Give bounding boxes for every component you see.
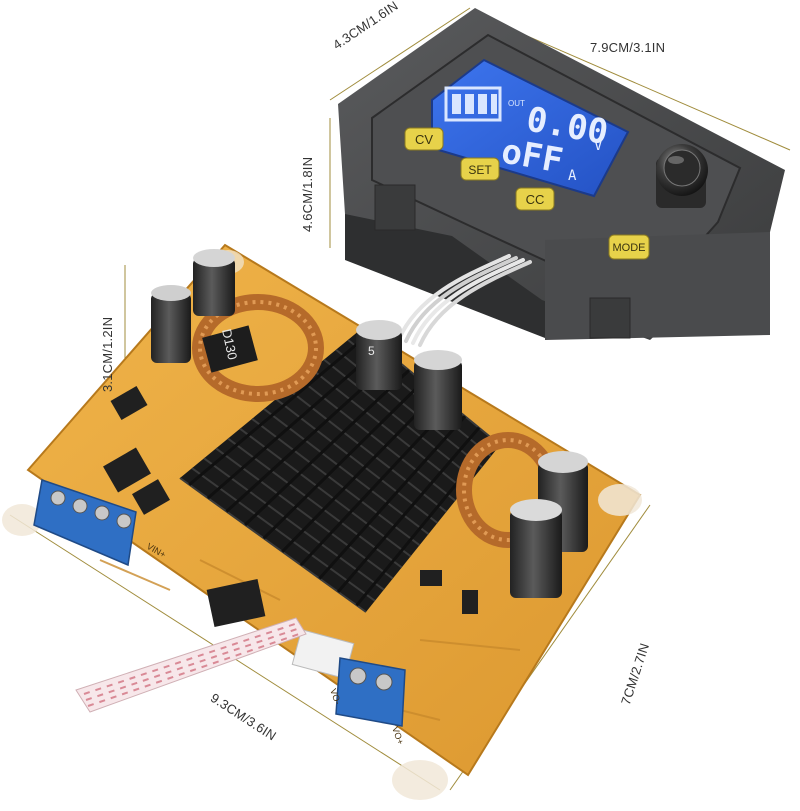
cv-button[interactable]: CV [404,127,444,151]
heatsink-fin [251,418,421,546]
heatsink-fin [311,368,465,491]
smd-chip [206,579,266,627]
capacitor-marking: 5 [368,344,375,358]
cv-button-label: CV [415,132,433,147]
heatsink-groove [299,403,453,567]
toroidal-inductor-left: D130 [192,294,324,402]
dimension-display-height: 4.6CM/1.8IN [300,156,315,232]
heatsink-groove [188,334,368,486]
heatsink-groove [262,380,425,540]
heatsink-fin [239,427,412,558]
heatsink-groove [336,426,481,593]
capacitor [510,499,562,598]
input-terminal-block[interactable] [33,479,137,567]
mode-button-label: MODE [613,242,646,254]
mounting-foot [2,504,42,536]
ribbon-cable-lower [75,617,307,713]
lcd-current-unit: A [568,168,577,184]
inductor-marking: D130 [219,328,240,362]
heatsink-groove [281,392,439,553]
dimension-display-width: 7.9CM/3.1IN [590,40,666,55]
heatsink-fin [263,408,430,535]
cc-button-label: CC [526,192,545,207]
heatsink-groove [206,346,382,500]
heatsink-fin [191,467,376,602]
heatsink-fin [287,388,448,513]
lcd-out-label: OUT [508,99,525,108]
mounting-foot [392,760,448,800]
smd-chip [462,590,478,614]
heatsink-fin [275,398,439,524]
smd-chip [103,447,151,493]
capacitor: 5 [356,320,402,390]
set-button-label: SET [468,163,492,177]
heatsink-groove [244,369,411,526]
battery-icon [444,86,502,122]
heatsink-groove [318,415,467,580]
mode-button[interactable]: MODE [608,234,650,260]
heatsink-fin [323,358,474,480]
smd-chip [132,479,170,515]
heatsink-fin [227,437,403,569]
pcb-board: D130 5 [2,243,642,800]
heatsink-fin [299,378,456,502]
cc-button[interactable]: CC [515,187,555,211]
smd-chip [110,385,148,421]
set-button[interactable]: SET [460,157,500,181]
lcd-voltage-unit: V [594,138,603,154]
display-module: OUT 0.00 V oFF A CV SET CC MODE [338,8,785,340]
capacitor [193,249,235,316]
capacitor [151,285,191,363]
output-terminal-block[interactable] [335,657,406,727]
ribbon-cable-upper [397,254,532,347]
rotary-knob[interactable] [656,144,708,208]
heatsink-fin [203,457,385,591]
dimension-board-height: 3.1CM/1.2IN [100,316,115,392]
smd-chip [420,570,442,586]
capacitor [414,350,462,430]
heatsink-fin [179,477,367,613]
heatsink-fin [215,447,394,580]
mounting-foot [598,484,642,516]
